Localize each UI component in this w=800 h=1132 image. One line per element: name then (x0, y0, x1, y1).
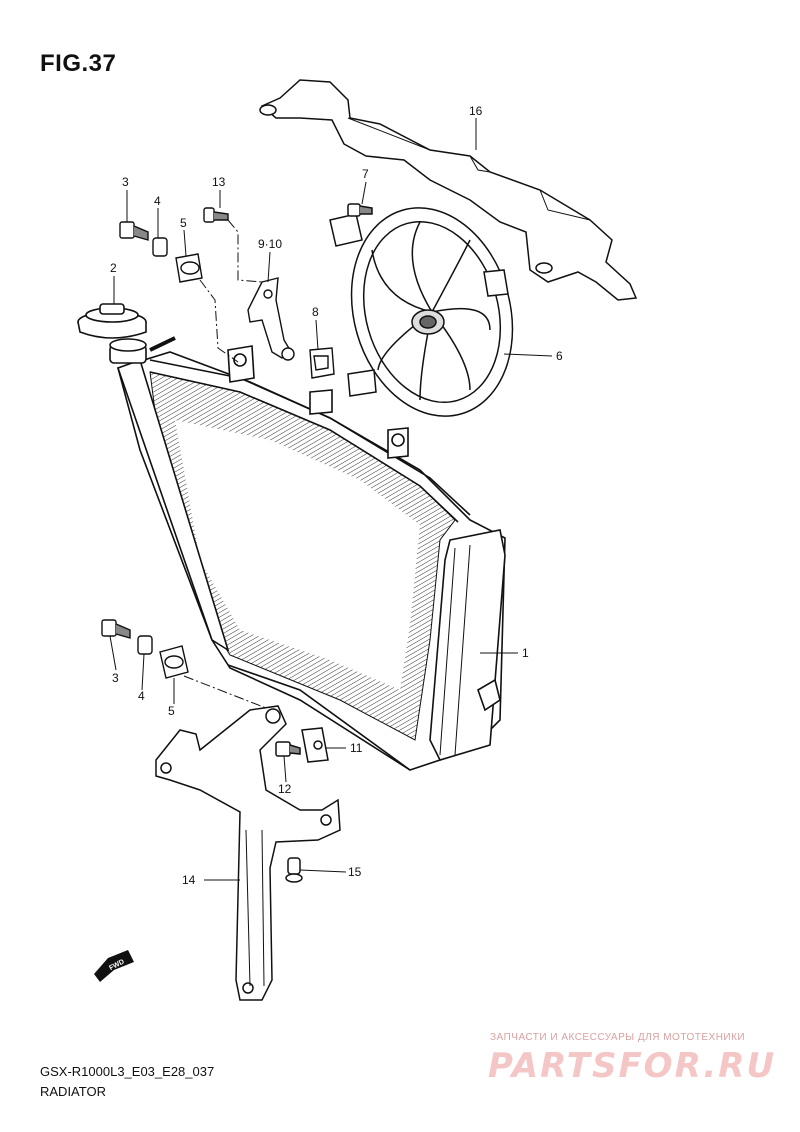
callout-15: 15 (348, 865, 362, 879)
leader-lines (109, 118, 553, 881)
callout-14: 14 (182, 873, 196, 887)
callout-12: 12 (278, 782, 292, 796)
callout-7: 7 (362, 167, 369, 181)
callout-5-top: 5 (180, 216, 187, 230)
cooling-fan (329, 203, 514, 417)
callout-5-bottom: 5 (168, 704, 175, 718)
section-name: RADIATOR (40, 1084, 106, 1099)
upper-mount-hardware (119, 221, 203, 283)
radiator-core (109, 336, 506, 771)
callout-9-10: 9·10 (258, 237, 282, 251)
callout-6: 6 (556, 349, 563, 363)
figure-title: FIG.37 (40, 50, 117, 77)
bracket-9-10 (203, 207, 295, 361)
callout-3-bottom: 3 (112, 671, 119, 685)
callout-11: 11 (350, 741, 363, 755)
watermark-tagline: ЗАПЧАСТИ И АКСЕССУАРЫ ДЛЯ МОТОТЕХНИКИ (490, 1032, 746, 1043)
callout-2: 2 (110, 261, 117, 275)
callout-3-top: 3 (122, 175, 129, 189)
alignment-lines (183, 219, 267, 709)
watermark-brand: PARTSFOR.RU (488, 1046, 777, 1086)
callout-16: 16 (469, 104, 483, 118)
callout-8: 8 (312, 305, 319, 319)
diagram-code: GSX-R1000L3_E03_E28_037 (40, 1064, 215, 1079)
callout-1: 1 (522, 646, 529, 660)
radiator-cap (77, 303, 147, 339)
lower-bracket-14 (155, 705, 341, 1001)
callout-4-top: 4 (154, 194, 161, 208)
clip-8 (309, 347, 335, 379)
callout-4-bottom: 4 (138, 689, 145, 703)
cover-16 (259, 79, 638, 301)
lower-mount-hardware (101, 619, 189, 679)
fwd-arrow-icon: FWD (94, 950, 134, 982)
callout-13: 13 (212, 175, 226, 189)
